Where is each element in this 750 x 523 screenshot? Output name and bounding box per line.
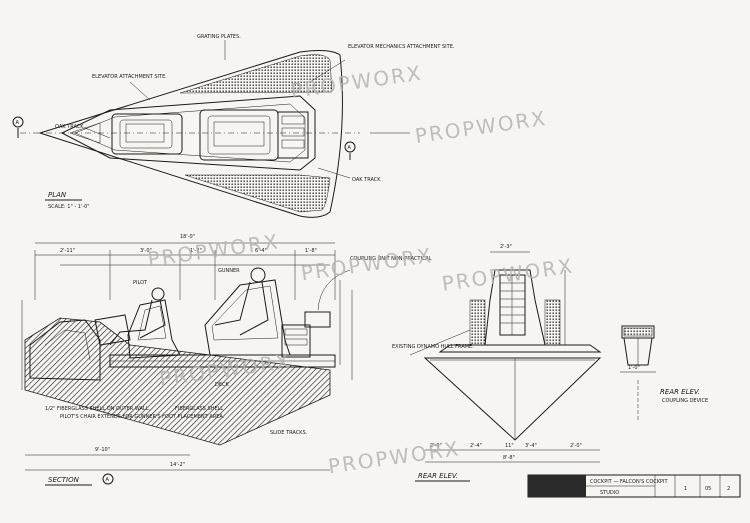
coupling-elevation: 1'-0" REAR ELEV. COUPLING DEVICE xyxy=(620,325,708,420)
note-shell: 1/2" FIBERGLASS SHELL ON OUTER WALL. xyxy=(45,406,151,412)
note-elevator-mechanics: ELEVATOR MECHANICS ATTACHMENT SITE. xyxy=(348,44,455,50)
note-fiberglass: FIBERGLASS SHELL xyxy=(175,406,223,412)
note-dynamo-hull: EXISTING DYNAMO HULL FRAME. xyxy=(392,344,474,350)
note-deck: DECK xyxy=(215,382,230,388)
title-project: COCKPIT — FALCON'S COCKPIT xyxy=(590,479,669,485)
section-title: SECTION xyxy=(48,476,80,484)
rear-elevation: 2'-3" 2'-0" 2'-4" 11" 3'-4" 2'-0" 8'- xyxy=(392,244,602,482)
plan-section-marker-right: A xyxy=(348,145,352,151)
section-dim-top-5: 1'-8" xyxy=(305,248,317,254)
watermark-4: PROPWORX xyxy=(299,243,434,285)
coupling-subtitle: COUPLING DEVICE xyxy=(662,398,708,404)
watermark-5: PROPWORX xyxy=(440,254,575,296)
note-coupling-unit: COUPLING UNIT NON-PRACTICAL xyxy=(350,256,432,262)
rear-dim-bottom-5: 2'-0" xyxy=(570,443,582,449)
coupling-dim: 1'-0" xyxy=(628,365,640,371)
note-foot-area: PILOT'S CHAIR EXTENDS FOR GUNNER'S FOOT … xyxy=(60,414,225,420)
note-oak-track-left: OAK TRACK. xyxy=(55,124,86,130)
plan-section-marker-left: A xyxy=(16,120,20,126)
section-dim-bottom-left: 9'-10" xyxy=(95,447,110,453)
rear-dim-bottom-1: 2'-0" xyxy=(430,443,442,449)
plan-scale: SCALE: 1" - 1'-0" xyxy=(48,204,90,210)
note-grating-plates: GRATING PLATES. xyxy=(197,34,241,40)
title-block: COCKPIT — FALCON'S COCKPIT STUDIO 1 05 2 xyxy=(527,474,741,498)
rear-title: REAR ELEV. xyxy=(418,472,458,480)
section-dim-top-1: 2'-11" xyxy=(60,248,75,254)
plan-title: PLAN xyxy=(48,191,67,199)
note-pilot: PILOT xyxy=(133,280,148,286)
coupling-title: REAR ELEV. xyxy=(660,388,700,396)
title-sheets: 2 xyxy=(727,486,730,492)
rear-dim-width: 8'-8" xyxy=(503,455,515,461)
section-dim-top-4: 6'-4" xyxy=(255,248,267,254)
title-number: 05 xyxy=(705,486,711,492)
rear-dim-bottom-2: 2'-4" xyxy=(470,443,482,449)
watermark-2: PROPWORX xyxy=(413,106,548,148)
rear-dim-top: 2'-3" xyxy=(500,244,512,250)
plan-view: A A GRATING PLATES. ELEVATOR ATTACHMENT … xyxy=(12,34,455,218)
section-view: 18'-0" 2'-11" 3'-0" 1'-2" 6'-4" 1'-8" xyxy=(21,234,432,486)
note-slide-tracks: SLIDE TRACKS. xyxy=(270,430,308,436)
title-studio: STUDIO xyxy=(600,490,619,496)
title-sheet: 1 xyxy=(684,486,687,492)
section-dim-overall: 18'-0" xyxy=(180,234,195,240)
section-dim-top-2: 3'-0" xyxy=(140,248,152,254)
rear-dim-bottom-4: 3'-4" xyxy=(525,443,537,449)
note-oak-track-right: OAK TRACK xyxy=(352,177,381,183)
section-dim-top-3: 1'-2" xyxy=(190,248,202,254)
section-marker: A xyxy=(106,477,110,483)
note-gunner: GUNNER xyxy=(218,268,240,274)
note-elevator-attachment: ELEVATOR ATTACHMENT SITE. xyxy=(92,74,167,80)
rear-dim-bottom-3: 11" xyxy=(505,443,514,449)
section-dim-bottom-total: 14'-2" xyxy=(170,462,185,468)
